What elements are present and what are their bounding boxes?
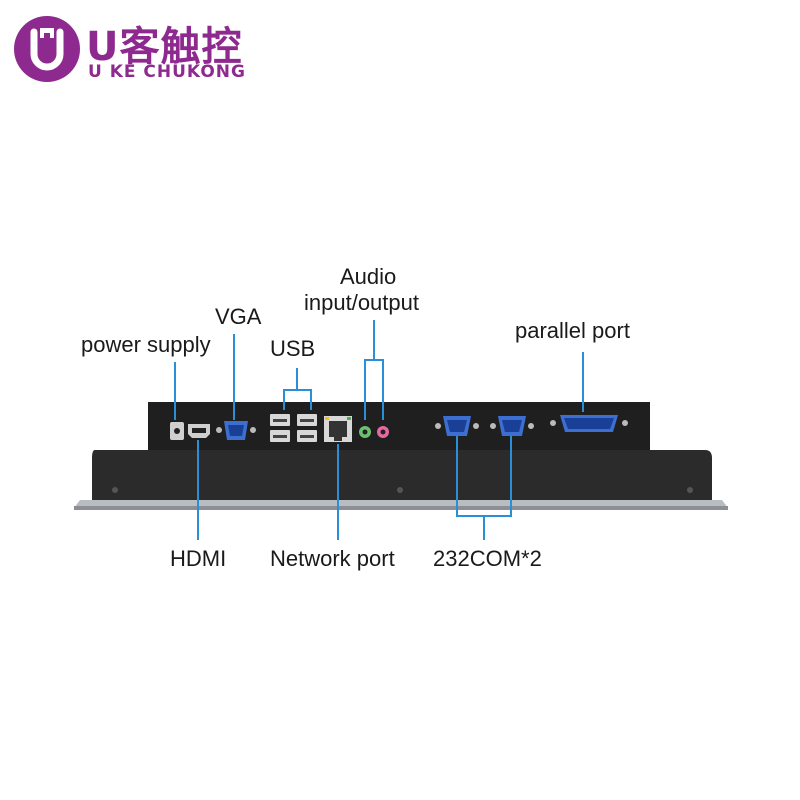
device-lower-body xyxy=(92,450,712,500)
usb-ports-icon xyxy=(270,414,317,442)
brand-logo-icon xyxy=(14,16,80,82)
com-label: 232COM*2 xyxy=(433,546,542,571)
brand-name-en: U KE CHUKONG xyxy=(88,62,246,82)
vga-label: VGA xyxy=(215,304,262,329)
power-supply-label: power supply xyxy=(81,332,211,357)
audio-label-line1: Audio xyxy=(340,264,397,289)
brand-name-cn: U客触控 xyxy=(86,24,243,70)
hdmi-label: HDMI xyxy=(170,546,227,571)
parallel-port-label: parallel port xyxy=(515,318,630,343)
usb-label: USB xyxy=(270,336,316,361)
audio-label-line2: input/output xyxy=(304,290,419,315)
network-port-label: Network port xyxy=(270,546,395,571)
callout-lines xyxy=(174,320,584,540)
